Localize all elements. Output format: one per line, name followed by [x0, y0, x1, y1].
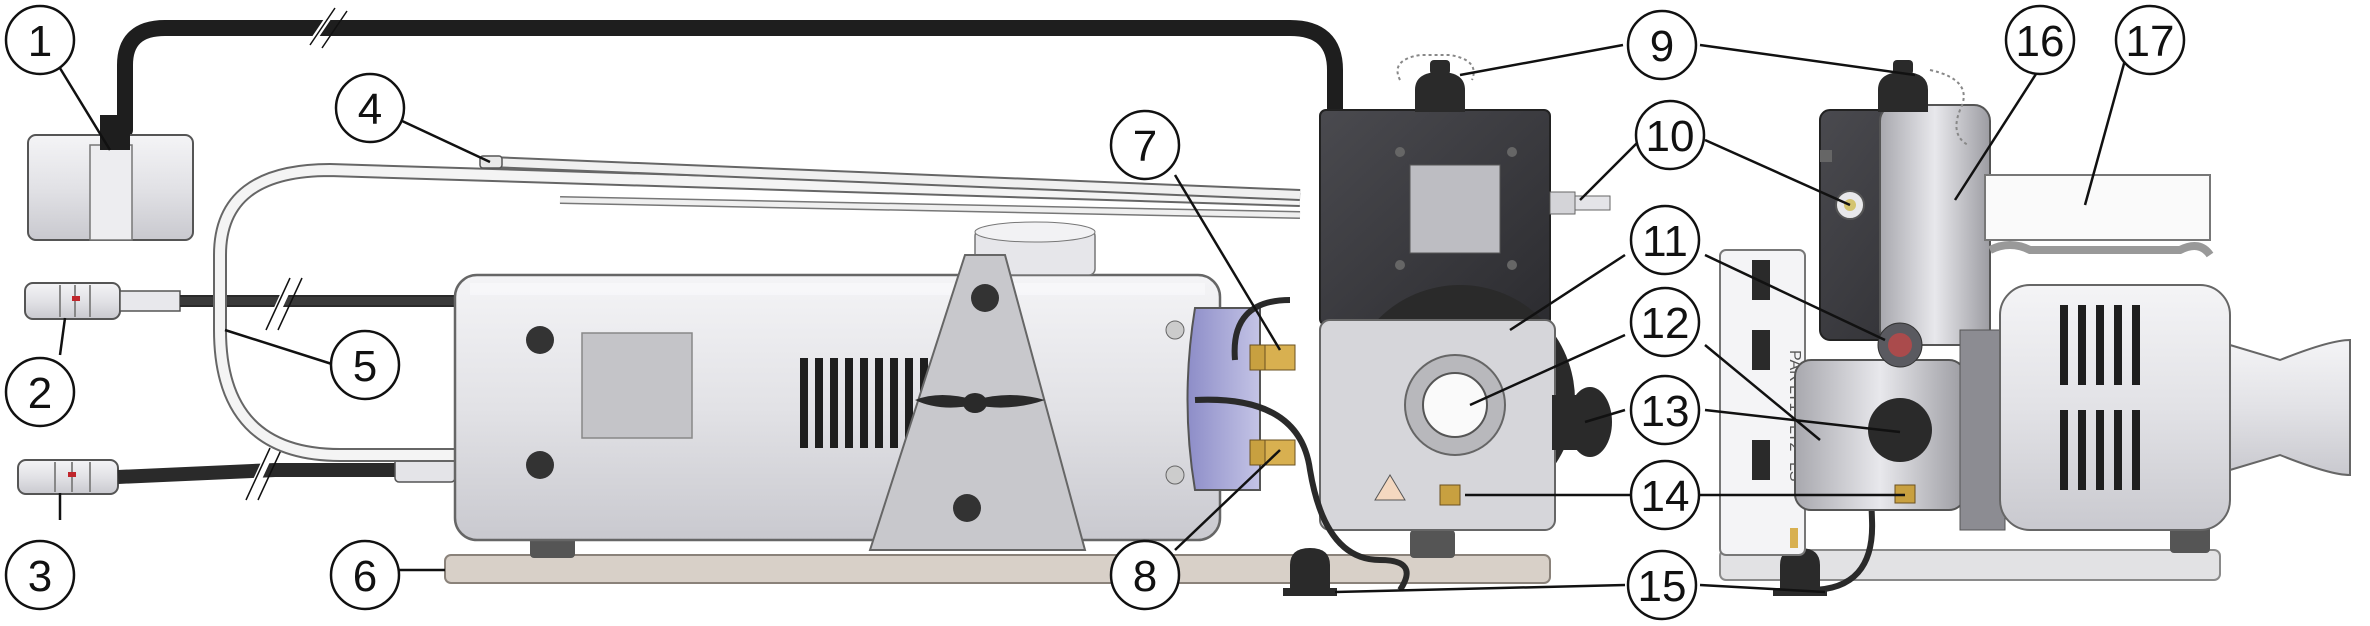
brass-fittings	[1264, 344, 1296, 466]
callout-1-number: 1	[28, 17, 52, 66]
foot-right	[1773, 548, 1827, 596]
callout-13-number: 13	[1641, 387, 1690, 436]
callout-8: 8	[1109, 539, 1181, 611]
callout-7: 7	[1109, 109, 1181, 181]
pump-head-right	[1790, 322, 2006, 548]
callout-3-number: 3	[28, 552, 52, 601]
callout-17: 17	[2114, 4, 2186, 76]
callout-9-number: 9	[1650, 22, 1674, 71]
callout-7-number: 7	[1133, 122, 1157, 171]
callout-12: 12	[1629, 286, 1701, 358]
callout-11-number: 11	[1642, 217, 1688, 266]
callout-2: 2	[4, 356, 76, 428]
callout-9: 9	[1626, 9, 1698, 81]
callout-13: 13	[1629, 374, 1701, 446]
connector-box	[27, 115, 194, 241]
callout-16-number: 16	[2016, 17, 2065, 66]
long-tube	[479, 155, 1301, 219]
callout-4-number: 4	[358, 85, 382, 134]
pump-head-main	[1319, 285, 1612, 531]
callout-1: 1	[4, 4, 76, 76]
motor-right	[1988, 241, 2351, 531]
cap-left	[1396, 54, 1475, 112]
dark-pump-block	[1819, 60, 1991, 346]
callout-10-number: 10	[1646, 112, 1695, 161]
callouts: 1 2 3 4 5 6 7 8	[4, 4, 2186, 621]
callout-17-number: 17	[2126, 17, 2175, 66]
callout-15-number: 15	[1638, 562, 1687, 611]
callout-15: 15	[1626, 549, 1698, 621]
callout-6-number: 6	[353, 552, 377, 601]
callout-6: 6	[329, 539, 401, 611]
callout-16: 16	[2004, 4, 2076, 76]
plug-connector-2	[24, 276, 460, 332]
callout-2-number: 2	[28, 369, 52, 418]
callout-5-number: 5	[353, 342, 377, 391]
plug-connector-3	[17, 446, 460, 502]
stand-bracket	[868, 254, 1087, 551]
white-cover-box	[1984, 174, 2211, 241]
callout-11: 11	[1629, 204, 1701, 276]
callout-14: 14	[1629, 459, 1701, 531]
callout-3: 3	[4, 539, 76, 611]
white-tube	[213, 162, 1301, 462]
callout-4: 4	[334, 72, 406, 144]
callout-12-number: 12	[1641, 299, 1690, 348]
callout-14-number: 14	[1641, 472, 1690, 521]
callout-8-number: 8	[1133, 552, 1157, 601]
main-housing	[453, 221, 1222, 542]
callout-5: 5	[329, 329, 401, 401]
motor-vents	[2060, 305, 2140, 490]
leader-lines	[53, 43, 2127, 594]
foot-left	[1283, 548, 1337, 596]
top-cable	[117, 6, 1343, 138]
callout-10: 10	[1634, 99, 1706, 171]
